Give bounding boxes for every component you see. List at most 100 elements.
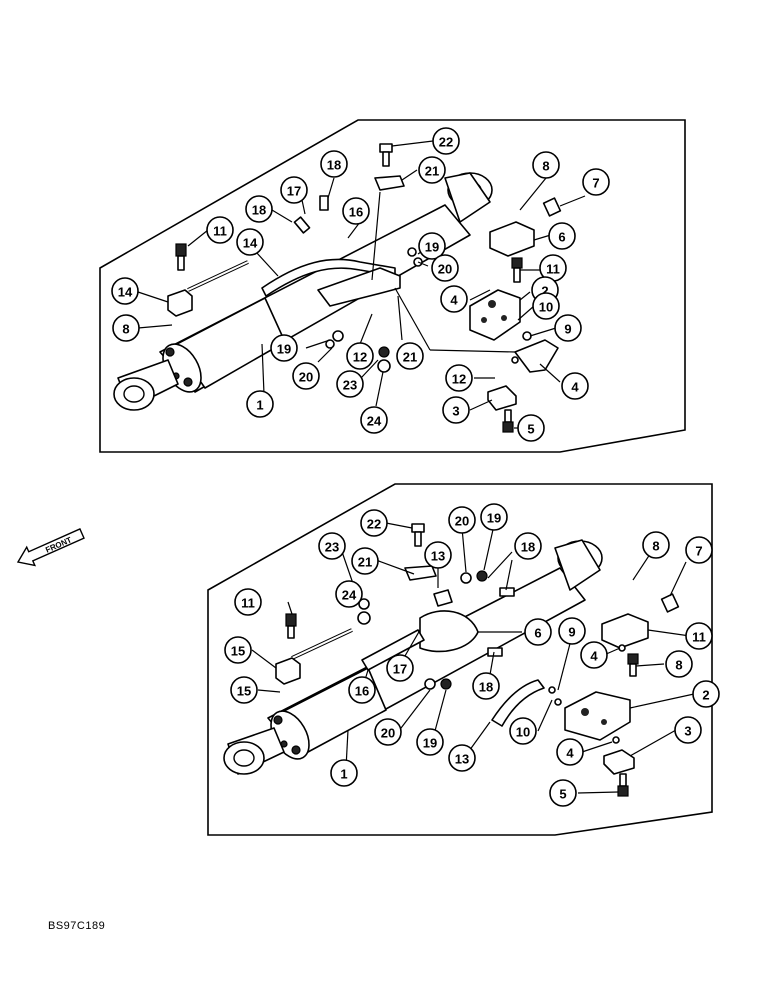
lower-callout-circle — [448, 506, 476, 534]
lower-callout-label: 4 — [566, 746, 574, 761]
lower-callout-label: 5 — [559, 787, 566, 802]
bolt-upper-18 — [293, 195, 329, 234]
tube-upper-12 — [317, 267, 401, 307]
tube-lower-15 — [361, 629, 425, 671]
lower-callout-label: 17 — [393, 662, 407, 677]
upper-callout-circle — [432, 127, 460, 155]
lower-callout-circle — [692, 680, 720, 708]
lower-callout-circle — [448, 744, 476, 772]
upper-callout-circle — [245, 195, 273, 223]
upper-callout-circle — [396, 342, 424, 370]
upper-callout-label: 18 — [252, 203, 266, 218]
lower-view — [207, 483, 713, 836]
lower-callout-circle — [234, 588, 262, 616]
lower-callout-label: 19 — [487, 511, 501, 526]
upper-callout-label: 2 — [541, 284, 548, 299]
lower-callout-label: 23 — [325, 540, 339, 555]
upper-callout-label: 9 — [564, 322, 571, 337]
lower-callout-label: 18 — [479, 680, 493, 695]
block-upper-6 — [489, 221, 535, 257]
upper-callout-label: 12 — [452, 372, 466, 387]
upper-callout-label: 7 — [592, 176, 599, 191]
lower-callout-label: 7 — [695, 544, 702, 559]
lower-callout-circle — [224, 636, 252, 664]
lower-callout-circle — [556, 738, 584, 766]
upper-callout-label: 17 — [287, 184, 301, 199]
lower-callout-circle — [424, 541, 452, 569]
lower-callout-label: 3 — [684, 724, 691, 739]
lower-callout-label: 13 — [455, 752, 469, 767]
upper-callout-label: 11 — [546, 262, 560, 277]
lower-callout-circle — [665, 650, 693, 678]
upper-callout-circle — [532, 151, 560, 179]
upper-callout-circle — [418, 232, 446, 260]
upper-callout-circle — [270, 334, 298, 362]
lower-callout-label: 15 — [237, 684, 251, 699]
lower-callout-label: 19 — [423, 736, 437, 751]
tube-lower-13 — [491, 679, 545, 727]
lower-callout-label: 20 — [381, 726, 395, 741]
lower-callout-label: 16 — [355, 684, 369, 699]
lower-callout-circle — [685, 536, 713, 564]
upper-view-frame — [99, 119, 686, 453]
upper-callout-label: 10 — [539, 300, 553, 315]
lower-callout-circle — [549, 779, 577, 807]
lower-callout-label: 10 — [516, 725, 530, 740]
lower-callout-label: 2 — [702, 688, 709, 703]
lower-callout-circle — [318, 532, 346, 560]
lower-callout-label: 1 — [340, 767, 347, 782]
lower-callout-circle — [524, 618, 552, 646]
lower-callout-label: 9 — [568, 625, 575, 640]
lower-callout-circle — [509, 717, 537, 745]
cap-upper-7 — [542, 197, 562, 217]
lower-view-frame — [207, 483, 713, 836]
bolt-lower-22 — [411, 523, 425, 547]
upper-callout-circle — [517, 414, 545, 442]
lower-callout-circle — [348, 676, 376, 704]
upper-callout-label: 24 — [367, 414, 382, 429]
lower-callout-label: 11 — [241, 596, 255, 611]
upper-callout-label: 20 — [438, 262, 452, 277]
upper-callout-label: 11 — [213, 224, 227, 239]
lower-callout-circle — [330, 759, 358, 787]
upper-callout-label: 18 — [327, 158, 341, 173]
lower-callout-circle — [416, 728, 444, 756]
bolt-upper-11 — [175, 243, 187, 271]
bolt-lower-5 — [617, 773, 629, 797]
front-arrow-icon: FRONT — [16, 528, 85, 567]
lower-callout-circle — [480, 503, 508, 531]
upper-callout-circle — [442, 396, 470, 424]
upper-callout-circle — [292, 362, 320, 390]
lower-callout-circle — [642, 531, 670, 559]
upper-callout-circle — [554, 314, 582, 342]
bolt-upper-11-right — [511, 257, 523, 283]
clamp-upper-21 — [374, 175, 405, 191]
upper-callout-label: 4 — [571, 380, 579, 395]
lower-callout-circle — [514, 532, 542, 560]
lower-callout-label: 18 — [521, 540, 535, 555]
lower-callout-label: 8 — [675, 658, 682, 673]
upper-callout-circle — [336, 370, 364, 398]
bolt-upper-22 — [379, 143, 393, 167]
lower-callout-circle — [230, 676, 258, 704]
bolt-lower-11 — [285, 613, 297, 639]
upper-callout-label: 19 — [277, 342, 291, 357]
upper-callout-circle — [360, 406, 388, 434]
upper-callout-label: 3 — [452, 404, 459, 419]
upper-callout-circle — [445, 364, 473, 392]
lower-callout-label: 13 — [431, 549, 445, 564]
upper-callout-label: 6 — [558, 230, 565, 245]
valve-upper-2 — [469, 289, 521, 341]
upper-callout-circle — [548, 222, 576, 250]
upper-callout-circle — [431, 254, 459, 282]
upper-callout-label: 16 — [349, 205, 363, 220]
hydraulic-cylinder-upper — [113, 172, 493, 411]
lower-callout-circle — [558, 617, 586, 645]
upper-callout-circle — [418, 156, 446, 184]
lower-callout-circle — [685, 622, 713, 650]
lower-callout-circle — [351, 547, 379, 575]
lower-callout-label: 8 — [652, 539, 659, 554]
upper-callout-circle — [532, 292, 560, 320]
